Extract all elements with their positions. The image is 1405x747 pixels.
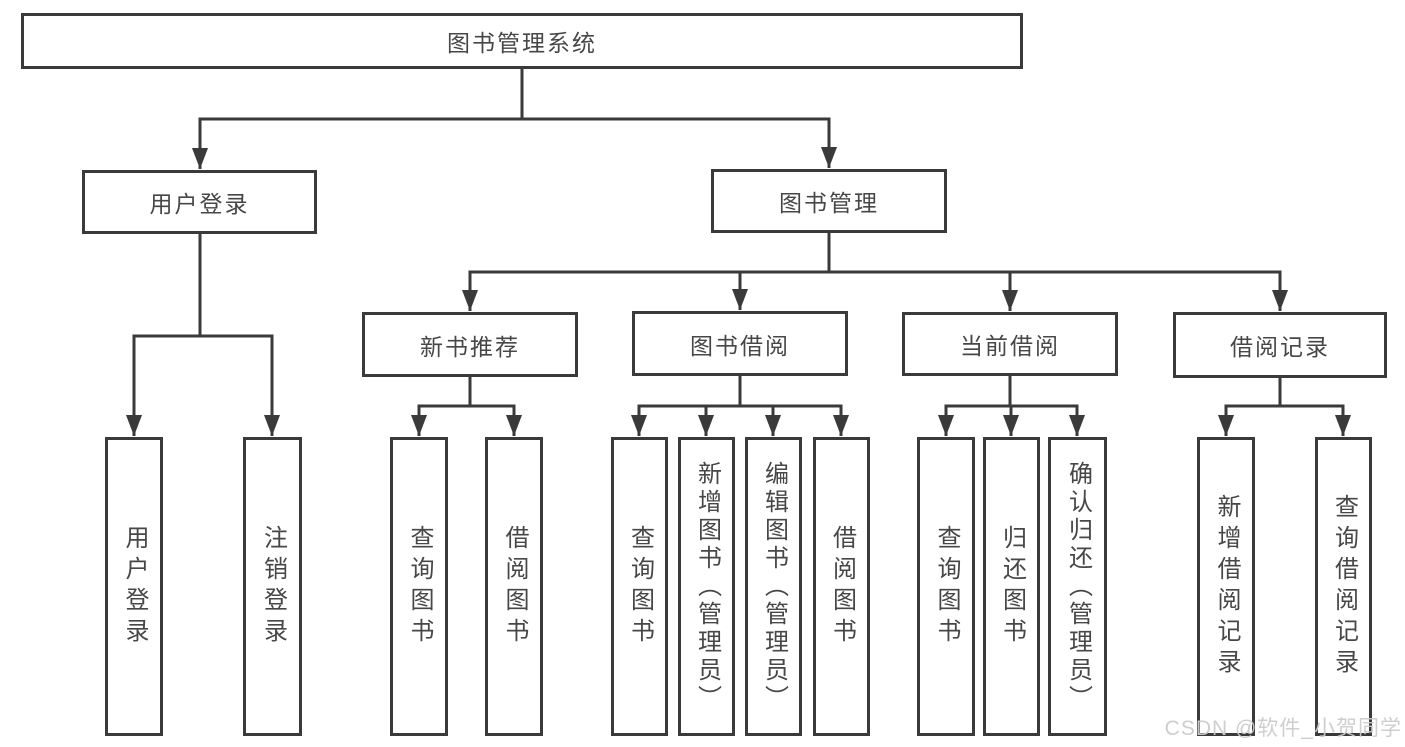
leaf-query-borrow-record: 查询借阅记录 bbox=[1315, 437, 1372, 736]
leaf-return-books: 归还图书 bbox=[983, 437, 1040, 736]
node-label: 新增图书（管理员） bbox=[693, 460, 721, 713]
node-book-borrowing: 图书借阅 bbox=[632, 311, 848, 376]
node-label: 确认归还（管理员） bbox=[1064, 460, 1092, 713]
node-label: 用户登录 bbox=[121, 524, 148, 649]
node-label: 查询图书 bbox=[933, 524, 960, 649]
node-label: 借阅记录 bbox=[1230, 334, 1330, 360]
leaf-user-login: 用户登录 bbox=[105, 437, 163, 736]
node-label: 借阅图书 bbox=[501, 524, 528, 649]
node-current-borrowing: 当前借阅 bbox=[902, 312, 1118, 376]
leaf-query-books-borrowing: 查询图书 bbox=[611, 437, 668, 736]
node-label: 新增借阅记录 bbox=[1213, 493, 1240, 680]
node-label: 当前借阅 bbox=[960, 333, 1060, 359]
node-label: 用户登录 bbox=[149, 191, 250, 217]
node-label: 归还图书 bbox=[998, 524, 1026, 649]
node-label: 查询借阅记录 bbox=[1330, 493, 1358, 680]
leaf-query-books-recommend: 查询图书 bbox=[390, 437, 448, 736]
node-borrowing-records: 借阅记录 bbox=[1173, 312, 1387, 378]
csdn-watermark: CSDN @软件_小贺同学 bbox=[1164, 717, 1402, 740]
node-label: 新书推荐 bbox=[420, 333, 520, 360]
node-label: 图书借阅 bbox=[690, 332, 790, 359]
node-new-book-recommend: 新书推荐 bbox=[362, 312, 578, 377]
node-label: 借阅图书 bbox=[828, 524, 856, 649]
leaf-add-borrow-record: 新增借阅记录 bbox=[1197, 437, 1255, 736]
leaf-add-books-admin: 新增图书（管理员） bbox=[678, 437, 735, 736]
node-label: 注销登录 bbox=[259, 524, 287, 649]
leaf-edit-books-admin: 编辑图书（管理员） bbox=[745, 437, 802, 736]
leaf-borrow-books-recommend: 借阅图书 bbox=[485, 437, 543, 736]
node-label: 图书管理系统 bbox=[447, 30, 597, 56]
node-label: 图书管理 bbox=[779, 190, 879, 216]
leaf-logout: 注销登录 bbox=[243, 437, 302, 736]
node-label: 查询图书 bbox=[406, 524, 433, 649]
node-library-management-system: 图书管理系统 bbox=[21, 13, 1023, 69]
node-user-login-branch: 用户登录 bbox=[82, 170, 317, 234]
node-label: 查询图书 bbox=[626, 524, 654, 649]
leaf-query-books-current: 查询图书 bbox=[917, 437, 975, 736]
node-label: 编辑图书（管理员） bbox=[760, 460, 788, 713]
node-book-management: 图书管理 bbox=[711, 169, 947, 233]
leaf-confirm-return-admin: 确认归还（管理员） bbox=[1048, 437, 1107, 736]
leaf-borrow-books: 借阅图书 bbox=[813, 437, 870, 736]
